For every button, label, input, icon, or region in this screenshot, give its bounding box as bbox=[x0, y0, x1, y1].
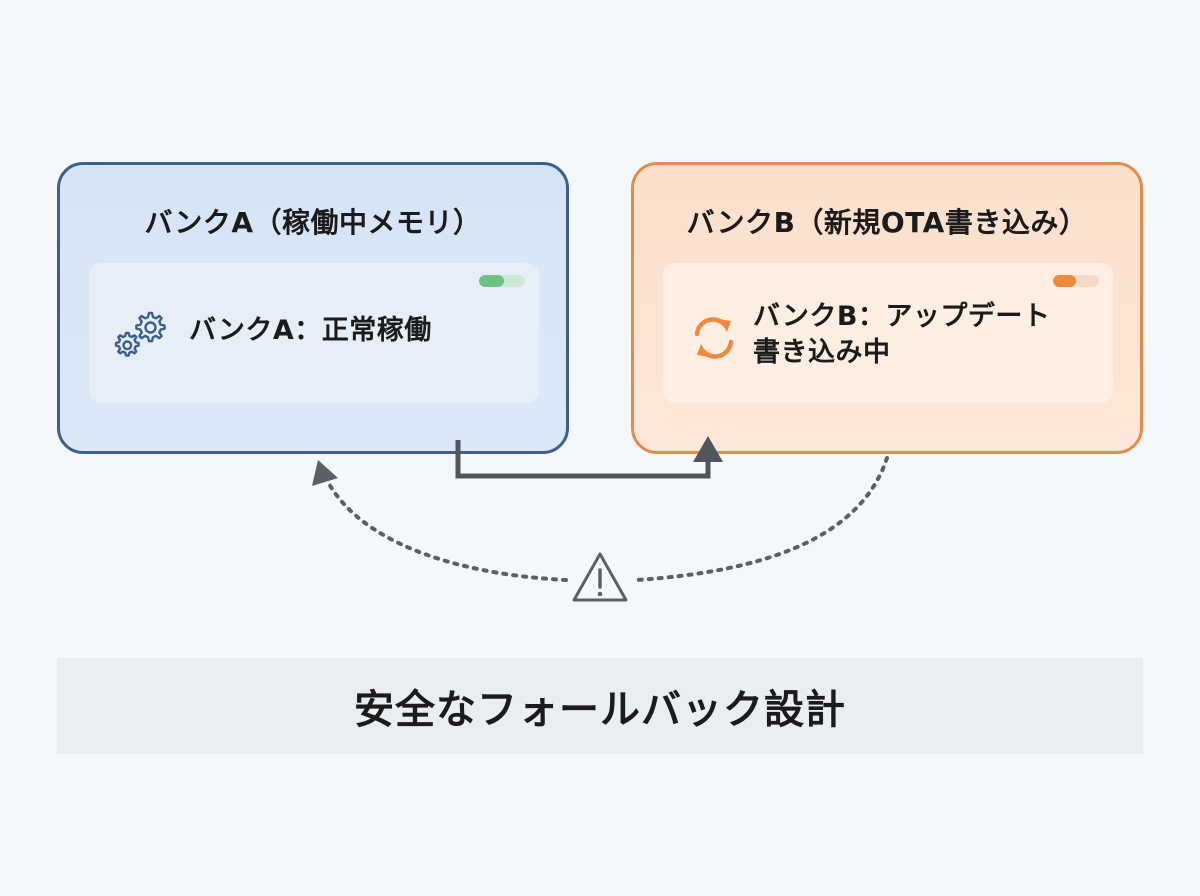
bank-a-title: バンクA（稼働中メモリ） bbox=[144, 206, 482, 239]
update-path-arrowhead bbox=[693, 436, 723, 462]
diagram-caption: 安全なフォールバック設計 bbox=[57, 658, 1143, 754]
update-path-arrow bbox=[455, 440, 711, 479]
bank-a-status-indicator bbox=[479, 275, 525, 287]
bank-b-status-line1: バンクB：アップデート bbox=[753, 301, 1051, 332]
bank-b-card: バンクB（新規OTA書き込み） バンクB：アップデート 書き込み中 bbox=[631, 162, 1143, 454]
bank-b-status-text: バンクB：アップデート 書き込み中 bbox=[753, 299, 1050, 371]
fallback-path-right bbox=[634, 456, 889, 582]
sync-icon bbox=[683, 307, 745, 369]
bank-a-status-fill bbox=[479, 275, 505, 287]
bank-b-title: バンクB（新規OTA書き込み） bbox=[686, 206, 1088, 239]
bank-b-status-line2: 書き込み中 bbox=[753, 337, 891, 368]
fallback-path-left bbox=[326, 480, 568, 582]
bank-a-card: バンクA（稼働中メモリ） バンクA：正常稼働 bbox=[57, 162, 569, 454]
warning-icon bbox=[572, 552, 628, 602]
gears-icon bbox=[109, 303, 171, 365]
bank-b-status-fill bbox=[1053, 275, 1076, 287]
bank-b-status-indicator bbox=[1053, 275, 1099, 287]
fallback-path-arrowhead bbox=[312, 460, 338, 486]
bank-a-status-text: バンクA：正常稼働 bbox=[189, 315, 432, 346]
bank-a-status-panel: バンクA：正常稼働 bbox=[89, 263, 539, 403]
bank-b-status-panel: バンクB：アップデート 書き込み中 bbox=[663, 263, 1113, 403]
